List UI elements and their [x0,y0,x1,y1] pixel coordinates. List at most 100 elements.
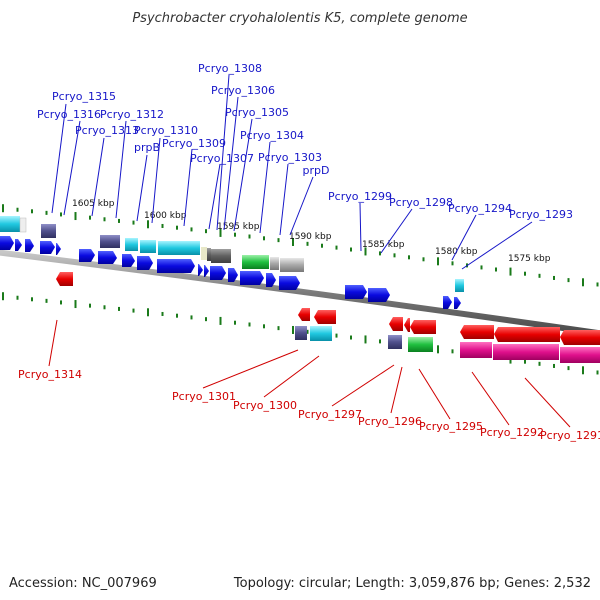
gene-arrow [210,266,226,280]
gene-arrow [240,271,264,285]
gene-label: prpB [134,141,160,154]
gene-label: Pcryo_1307 [190,152,254,165]
gene-arrow [137,256,153,270]
gene-arrow [79,249,95,262]
scale-tick [538,273,541,278]
gene-arrow [494,327,560,342]
gene-arrow [314,310,336,324]
feature-block [41,224,56,238]
scale-tick [437,257,439,266]
scale-tick [509,267,512,276]
scale-tick [364,335,367,344]
gene-label: prpD [303,164,330,177]
gene-label: Pcryo_1314 [18,368,82,381]
gene-arrow [228,268,238,282]
genome-backbone [0,249,600,337]
gene-arrow [389,317,403,331]
feature-block [493,344,559,360]
scale-tick [60,212,62,217]
scale-tick [118,218,120,223]
gene-arrow [56,243,61,255]
gene-arrow [410,320,436,334]
scale-tick [567,366,570,371]
gene-label: Pcryo_1309 [162,137,226,150]
feature-block [460,342,492,358]
scale-tick [538,361,541,366]
forward-leaders [51,74,533,270]
gene-arrow [345,285,367,299]
scale-tick [350,335,352,340]
gene-arrow [460,325,494,339]
scale-tick [364,247,367,256]
scale-tick [263,324,265,329]
scale-tick [553,363,555,368]
gene-arrow [98,251,117,264]
scale-tick [161,223,164,228]
scale-tick [596,282,599,287]
scale-label: 1600 kbp [144,211,187,221]
scale-tick [335,333,338,338]
scale-tick [176,313,178,318]
gene-label: Pcryo_1299 [328,190,392,203]
gene-arrow [266,273,276,287]
feature-block [560,347,600,363]
gene-label: Pcryo_1310 [134,124,198,137]
gene-arrow [560,330,600,345]
accession-text: Accession: NC_007969 [9,576,157,591]
gene-arrow [56,272,73,286]
gene-arrow [443,296,452,309]
gene-label: Pcryo_1306 [211,84,275,97]
feature-block [201,247,207,260]
gene-label: Pcryo_1297 [298,408,362,421]
gene-arrow [368,288,390,302]
scale-tick [451,349,454,354]
scale-tick [45,298,48,303]
gene-arrow [157,259,195,273]
forward-gene-labels: Pcryo_1315 Pcryo_1316 Pcryo_1313 Pcryo_1… [37,62,573,221]
gene-arrow [298,308,310,321]
scale-tick [582,366,584,375]
scale-tick [567,278,570,283]
feature-block [100,235,120,248]
gene-arrow [454,297,461,309]
gene-arrow [15,239,22,251]
gene-label: Pcryo_1291 [540,429,600,442]
scale-tick [147,220,149,229]
scale-tick [480,265,483,270]
scale-tick [205,229,207,234]
feature-block [140,240,156,253]
scale-tick [205,317,207,322]
feature-blocks [0,216,600,363]
feature-block [207,248,211,261]
gene-label: Pcryo_1296 [358,415,422,428]
scale-tick [234,320,236,325]
scale-tick [132,220,135,225]
scale-tick [16,295,19,300]
feature-block [388,335,402,349]
scale-tick [176,225,178,230]
scale-tick [219,228,222,237]
feature-block [280,258,304,272]
gene-label: Pcryo_1294 [448,202,512,215]
scale-tick [118,306,120,311]
feature-block [310,326,332,341]
feature-block [19,217,27,233]
gene-arrow [0,236,14,250]
scale-tick [321,243,323,248]
gene-label: Pcryo_1308 [198,62,262,75]
scale-tick [16,207,19,212]
gene-label: Pcryo_1313 [75,124,139,137]
scale-tick [335,245,338,250]
scale-tick [60,300,62,305]
scale-tick [350,247,352,252]
scale-tick [103,305,106,310]
gene-label: Pcryo_1316 [37,108,101,121]
gene-label: Pcryo_1305 [225,106,289,119]
scale-tick [132,308,135,313]
scale-tick [234,232,236,237]
scale-tick [553,275,555,280]
scale-tick [190,227,193,232]
scale-label: 1585 kbp [362,240,405,250]
feature-block [211,249,231,263]
